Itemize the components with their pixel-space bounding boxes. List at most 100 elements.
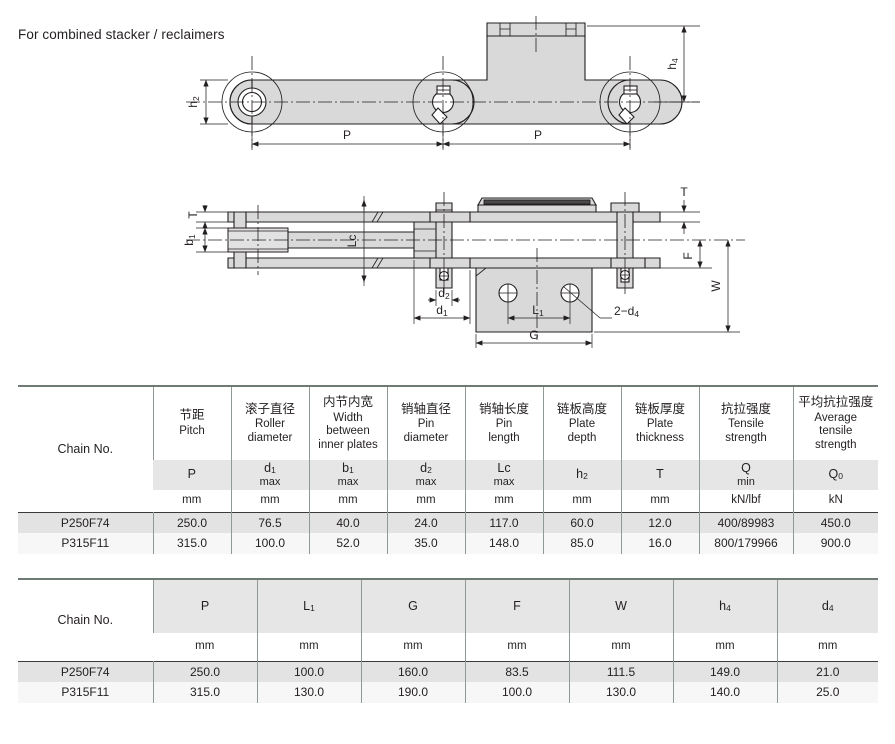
- table2-row0-chain-no: P250F74: [60, 664, 110, 679]
- table1-row0-d2: 24.0: [386, 512, 465, 533]
- table2-symbol-p: P: [152, 579, 257, 633]
- table2-row1-f: 100.0: [464, 682, 569, 703]
- table1-row1-q0: 900.0: [792, 533, 878, 554]
- table-row: P250F74 250.0 100.0 160.0 83.5 111.5 149…: [18, 661, 878, 682]
- table2-unit-d4: mm: [776, 633, 878, 661]
- section-view: T b1 Lc d2 d1: [182, 185, 745, 348]
- dim-label-g: G: [529, 328, 538, 342]
- table1-symbol-p: P: [187, 467, 196, 482]
- table1-row1-lc: 148.0: [464, 533, 543, 554]
- dim-label-t-right: T: [680, 185, 688, 199]
- dim-label-h2: h2: [186, 96, 201, 108]
- dim-label-h4: h4: [665, 58, 680, 70]
- table2-row0-g: 160.0: [360, 661, 465, 682]
- table1-unit-d2: mm: [386, 490, 465, 512]
- table1-unit-q: kN/lbf: [698, 490, 793, 512]
- table2-row0-f: 83.5: [464, 661, 569, 682]
- table2-row0-d4: 21.0: [776, 661, 878, 682]
- table1-row1-t: 16.0: [620, 533, 699, 554]
- table1-chain-no-header: Chain No.: [57, 441, 114, 456]
- table1-row1-b1: 52.0: [308, 533, 387, 554]
- page-caption: For combined stacker / reclaimers: [18, 27, 225, 42]
- table1-unit-h2: mm: [542, 490, 621, 512]
- table2-row1-p: 315.0: [152, 682, 257, 703]
- table1-row0-chain-no: P250F74: [60, 515, 110, 530]
- technical-drawing: .ln { stroke:#231f20; stroke-width:1.1; …: [182, 16, 745, 348]
- dim-label-d2: d2: [438, 286, 450, 301]
- table1-unit-row: mm mm mm mm mm mm mm kN/lbf kN: [18, 490, 878, 512]
- table2-row0-h4: 149.0: [672, 661, 777, 682]
- table1-symbol-t: T: [620, 460, 699, 490]
- table1-symbol-lc: Lc max: [464, 460, 543, 490]
- table2-unit-l1: mm: [256, 633, 361, 661]
- dim-label-d1: d1: [436, 303, 448, 318]
- table1-col-header-pitch: 节距 Pitch: [152, 386, 231, 460]
- table1-symbol-row: P d1 max b1 max d2 max Lc: [18, 460, 878, 490]
- table1-row0-d1: 76.5: [230, 512, 309, 533]
- table2-row1-d4: 25.0: [776, 682, 878, 703]
- table1-symbol-h2: h2: [542, 460, 621, 490]
- table2-row1-h4: 140.0: [672, 682, 777, 703]
- table1-unit-p: mm: [182, 493, 202, 506]
- table1-row0-b1: 40.0: [308, 512, 387, 533]
- table2-unit-row: mm mm mm mm mm mm mm: [18, 633, 878, 661]
- dim-label-b1: b1: [182, 234, 197, 246]
- table2-unit-w: mm: [568, 633, 673, 661]
- table2-symbol-l1: L1: [256, 579, 361, 633]
- table-row: P250F74 250.0 76.5 40.0 24.0 117.0 60.0 …: [18, 512, 878, 533]
- table1-row1-d1: 100.0: [230, 533, 309, 554]
- table1-row1-chain-no: P315F11: [61, 536, 110, 551]
- table-row: P315F11 315.0 130.0 190.0 100.0 130.0 14…: [18, 682, 878, 703]
- table-row: P315F11 315.0 100.0 52.0 35.0 148.0 85.0…: [18, 533, 878, 554]
- table2-row0-p: 250.0: [152, 661, 257, 682]
- table1-row0-q0: 450.0: [792, 512, 878, 533]
- table2-unit-g: mm: [360, 633, 465, 661]
- table1-symbol-d1: d1 max: [230, 460, 309, 490]
- table1-row0-p: 250.0: [152, 512, 231, 533]
- dim-label-t-left: T: [186, 211, 200, 219]
- table1-symbol-q: Q min: [698, 460, 793, 490]
- table1-symbol-q0: Q0: [792, 460, 878, 490]
- spec-table-2: Chain No. P L1 G F W: [18, 578, 878, 703]
- table2-symbol-w: W: [568, 579, 673, 633]
- dim-label-l1: L1: [532, 303, 544, 318]
- table2-row1-chain-no: P315F11: [61, 685, 110, 700]
- table2-unit-p: mm: [195, 639, 215, 652]
- table1-unit-b1: mm: [308, 490, 387, 512]
- table2-unit-f: mm: [464, 633, 569, 661]
- spec-table-2-container: Chain No. P L1 G F W: [18, 578, 878, 703]
- table1-row1-h2: 85.0: [542, 533, 621, 554]
- table1-row0-q: 400/89983: [698, 512, 793, 533]
- table2-symbol-d4: d4: [776, 579, 878, 633]
- table1-symbol-b1: b1 max: [308, 460, 387, 490]
- table1-unit-q0: kN: [792, 490, 878, 512]
- table1-row1-d2: 35.0: [386, 533, 465, 554]
- table2-row1-g: 190.0: [360, 682, 465, 703]
- table1-row1-p: 315.0: [152, 533, 231, 554]
- table2-chain-no-header: Chain No.: [57, 612, 114, 627]
- table2-symbol-row: Chain No. P L1 G F W: [18, 579, 878, 633]
- table1-row1-q: 800/179966: [698, 533, 793, 554]
- table1-unit-t: mm: [620, 490, 699, 512]
- dim-label-w: W: [709, 280, 723, 292]
- table1-unit-d1: mm: [230, 490, 309, 512]
- dim-label-p-right: P: [534, 128, 542, 142]
- table2-row0-l1: 100.0: [256, 661, 361, 682]
- table2-symbol-g: G: [360, 579, 465, 633]
- table1-row0-h2: 60.0: [542, 512, 621, 533]
- callout-2-d4: 2−d4: [614, 304, 639, 319]
- table2-row0-w: 111.5: [568, 661, 673, 682]
- table2-row1-w: 130.0: [568, 682, 673, 703]
- table1-row0-lc: 117.0: [464, 512, 543, 533]
